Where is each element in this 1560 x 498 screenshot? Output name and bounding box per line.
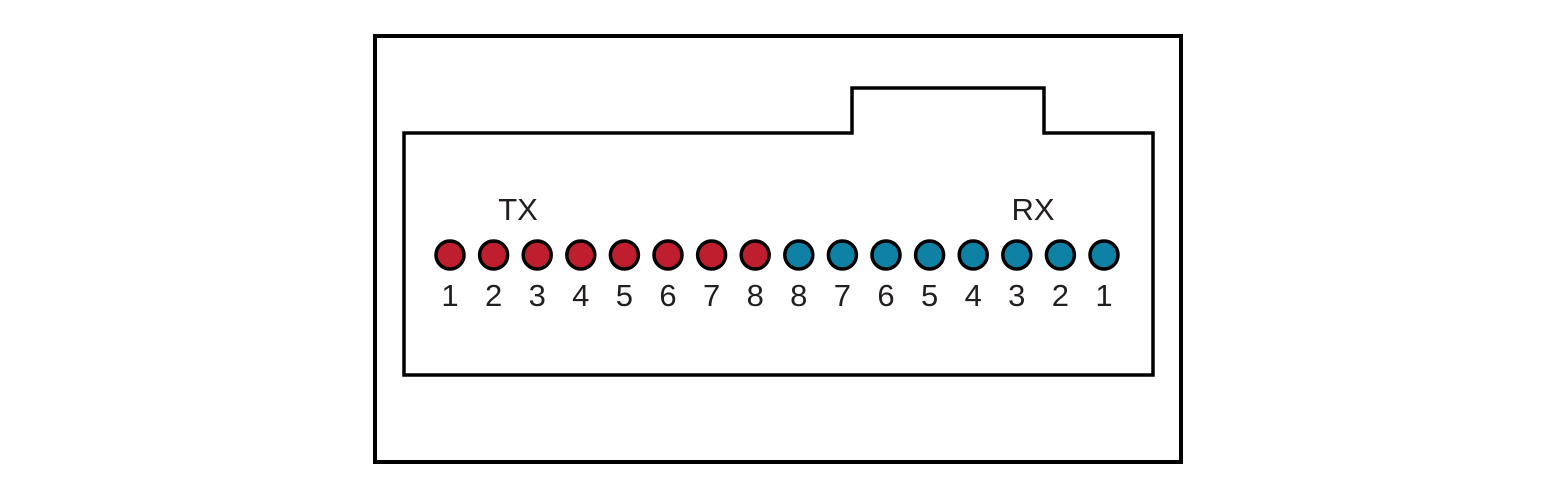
pin-contact-circle[interactable] bbox=[739, 239, 771, 271]
pin-contact-circle[interactable] bbox=[870, 239, 902, 271]
pin-tx-7[interactable]: 7 bbox=[695, 239, 728, 313]
pin-tx-6[interactable]: 6 bbox=[652, 239, 684, 313]
pin-contact-circle[interactable] bbox=[434, 239, 466, 271]
pin-rx-5[interactable]: 5 bbox=[913, 239, 946, 313]
pin-contact-circle[interactable] bbox=[783, 239, 815, 271]
pin-number-label: 6 bbox=[877, 278, 894, 313]
pin-rx-7[interactable]: 7 bbox=[826, 239, 859, 313]
pin-rx-1[interactable]: 1 bbox=[1088, 239, 1120, 313]
pin-tx-2[interactable]: 2 bbox=[477, 239, 510, 313]
pin-rx-4[interactable]: 4 bbox=[957, 239, 989, 313]
pin-contact-circle[interactable] bbox=[1001, 239, 1033, 271]
pin-contact-circle[interactable] bbox=[826, 239, 859, 271]
pin-contact-circle[interactable] bbox=[913, 239, 946, 271]
pin-number-label: 1 bbox=[441, 278, 458, 313]
pin-contact-circle[interactable] bbox=[521, 239, 553, 271]
pin-number-label: 2 bbox=[485, 278, 502, 313]
pin-number-label: 6 bbox=[659, 278, 676, 313]
pin-contact-circle[interactable] bbox=[565, 239, 597, 271]
pin-number-label: 1 bbox=[1095, 278, 1112, 313]
pin-tx-8[interactable]: 8 bbox=[739, 239, 771, 313]
pin-number-label: 2 bbox=[1052, 278, 1069, 313]
pin-number-label: 8 bbox=[747, 278, 764, 313]
pin-number-label: 7 bbox=[703, 278, 720, 313]
pin-number-label: 5 bbox=[616, 278, 633, 313]
pin-contact-circle[interactable] bbox=[957, 239, 989, 271]
pin-number-label: 5 bbox=[921, 278, 938, 313]
connector-body-with-latch-notch bbox=[402, 86, 1155, 377]
pin-contact-circle[interactable] bbox=[1044, 239, 1077, 271]
pin-contact-circle[interactable] bbox=[652, 239, 684, 271]
pin-tx-5[interactable]: 5 bbox=[608, 239, 641, 313]
group-label-row: TX RX bbox=[498, 192, 1055, 227]
outer-shell bbox=[373, 34, 1183, 464]
pin-tx-1[interactable]: 1 bbox=[434, 239, 466, 313]
pin-number-label: 4 bbox=[572, 278, 589, 313]
pin-contact-circle[interactable] bbox=[695, 239, 728, 271]
pin-number-label: 8 bbox=[790, 278, 807, 313]
pin-tx-3[interactable]: 3 bbox=[521, 239, 553, 313]
pin-rx-2[interactable]: 2 bbox=[1044, 239, 1077, 313]
pin-rx-8[interactable]: 8 bbox=[783, 239, 815, 313]
pin-number-label: 3 bbox=[1008, 278, 1025, 313]
pin-number-label: 7 bbox=[834, 278, 851, 313]
pin-number-label: 3 bbox=[529, 278, 546, 313]
pin-contact-circle[interactable] bbox=[1088, 239, 1120, 271]
pin-contact-circle[interactable] bbox=[477, 239, 510, 271]
pin-contact-circle[interactable] bbox=[608, 239, 641, 271]
pin-number-label: 4 bbox=[965, 278, 982, 313]
pin-rx-3[interactable]: 3 bbox=[1001, 239, 1033, 313]
pin-tx-4[interactable]: 4 bbox=[565, 239, 597, 313]
pin-rx-6[interactable]: 6 bbox=[870, 239, 902, 313]
group-label-transmit: TX bbox=[498, 192, 538, 227]
group-label-receive: RX bbox=[1011, 192, 1054, 227]
